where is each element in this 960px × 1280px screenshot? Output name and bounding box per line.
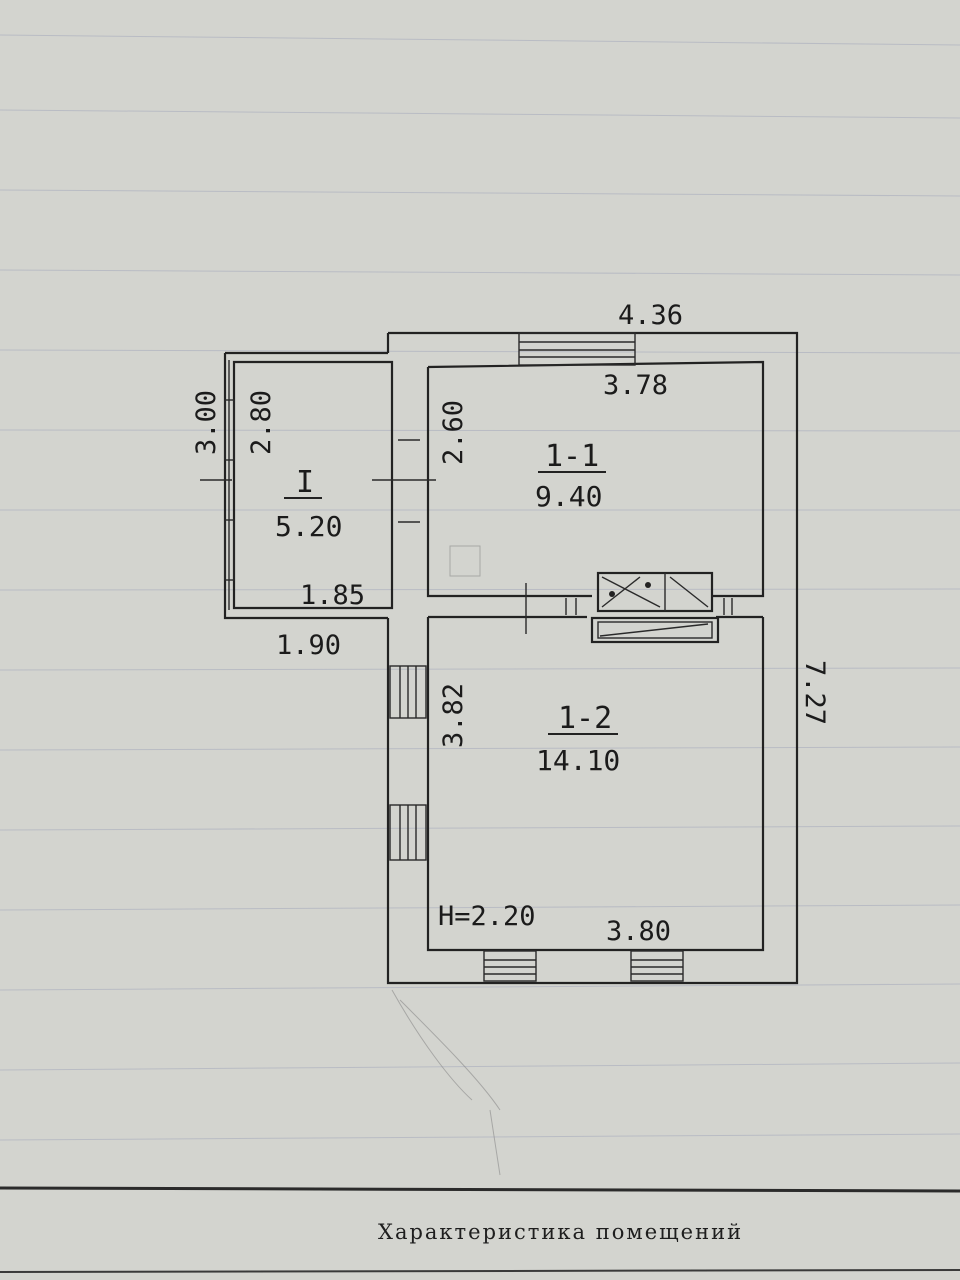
door-marks xyxy=(200,439,733,634)
stove xyxy=(590,571,720,644)
window-left-upper xyxy=(389,665,427,719)
dim-room1-width: 3.78 xyxy=(603,370,668,401)
window-bottom-right xyxy=(630,950,684,982)
dim-outer-width-top: 4.36 xyxy=(618,300,683,331)
dim-vestibule-outer-height: 3.00 xyxy=(191,390,222,455)
dim-room2-width: 3.80 xyxy=(606,916,671,947)
dim-outer-height: 7.27 xyxy=(799,660,830,725)
paper-grid-lines xyxy=(0,34,960,1141)
dim-vestibule-inner-height: 2.80 xyxy=(246,390,277,455)
room-area-1-1: 9.40 xyxy=(535,480,602,513)
ceiling-height-label: H=2.20 xyxy=(438,901,536,932)
section-caption: Характеристика помещений xyxy=(378,1220,744,1244)
window-left-lower xyxy=(389,804,427,861)
room-label-1-1: 1-1 xyxy=(545,439,599,474)
dim-room1-height: 2.60 xyxy=(438,400,469,465)
dim-room2-height: 3.82 xyxy=(438,683,469,748)
dim-vestibule-outer-width: 1.90 xyxy=(276,630,341,661)
form-bottom-line xyxy=(0,1269,960,1273)
room-area-vestibule: 5.20 xyxy=(275,510,342,543)
form-divider-line xyxy=(0,1186,960,1193)
window-bottom-left xyxy=(483,950,537,982)
window-vestibule-left xyxy=(224,360,235,610)
window-top xyxy=(518,332,636,366)
room-label-1-2: 1-2 xyxy=(558,701,612,736)
room-area-1-2: 14.10 xyxy=(536,744,620,777)
pencil-marks xyxy=(391,545,501,1176)
room-label-vestibule: I xyxy=(296,465,314,500)
dim-vestibule-inner-width: 1.85 xyxy=(300,580,365,611)
